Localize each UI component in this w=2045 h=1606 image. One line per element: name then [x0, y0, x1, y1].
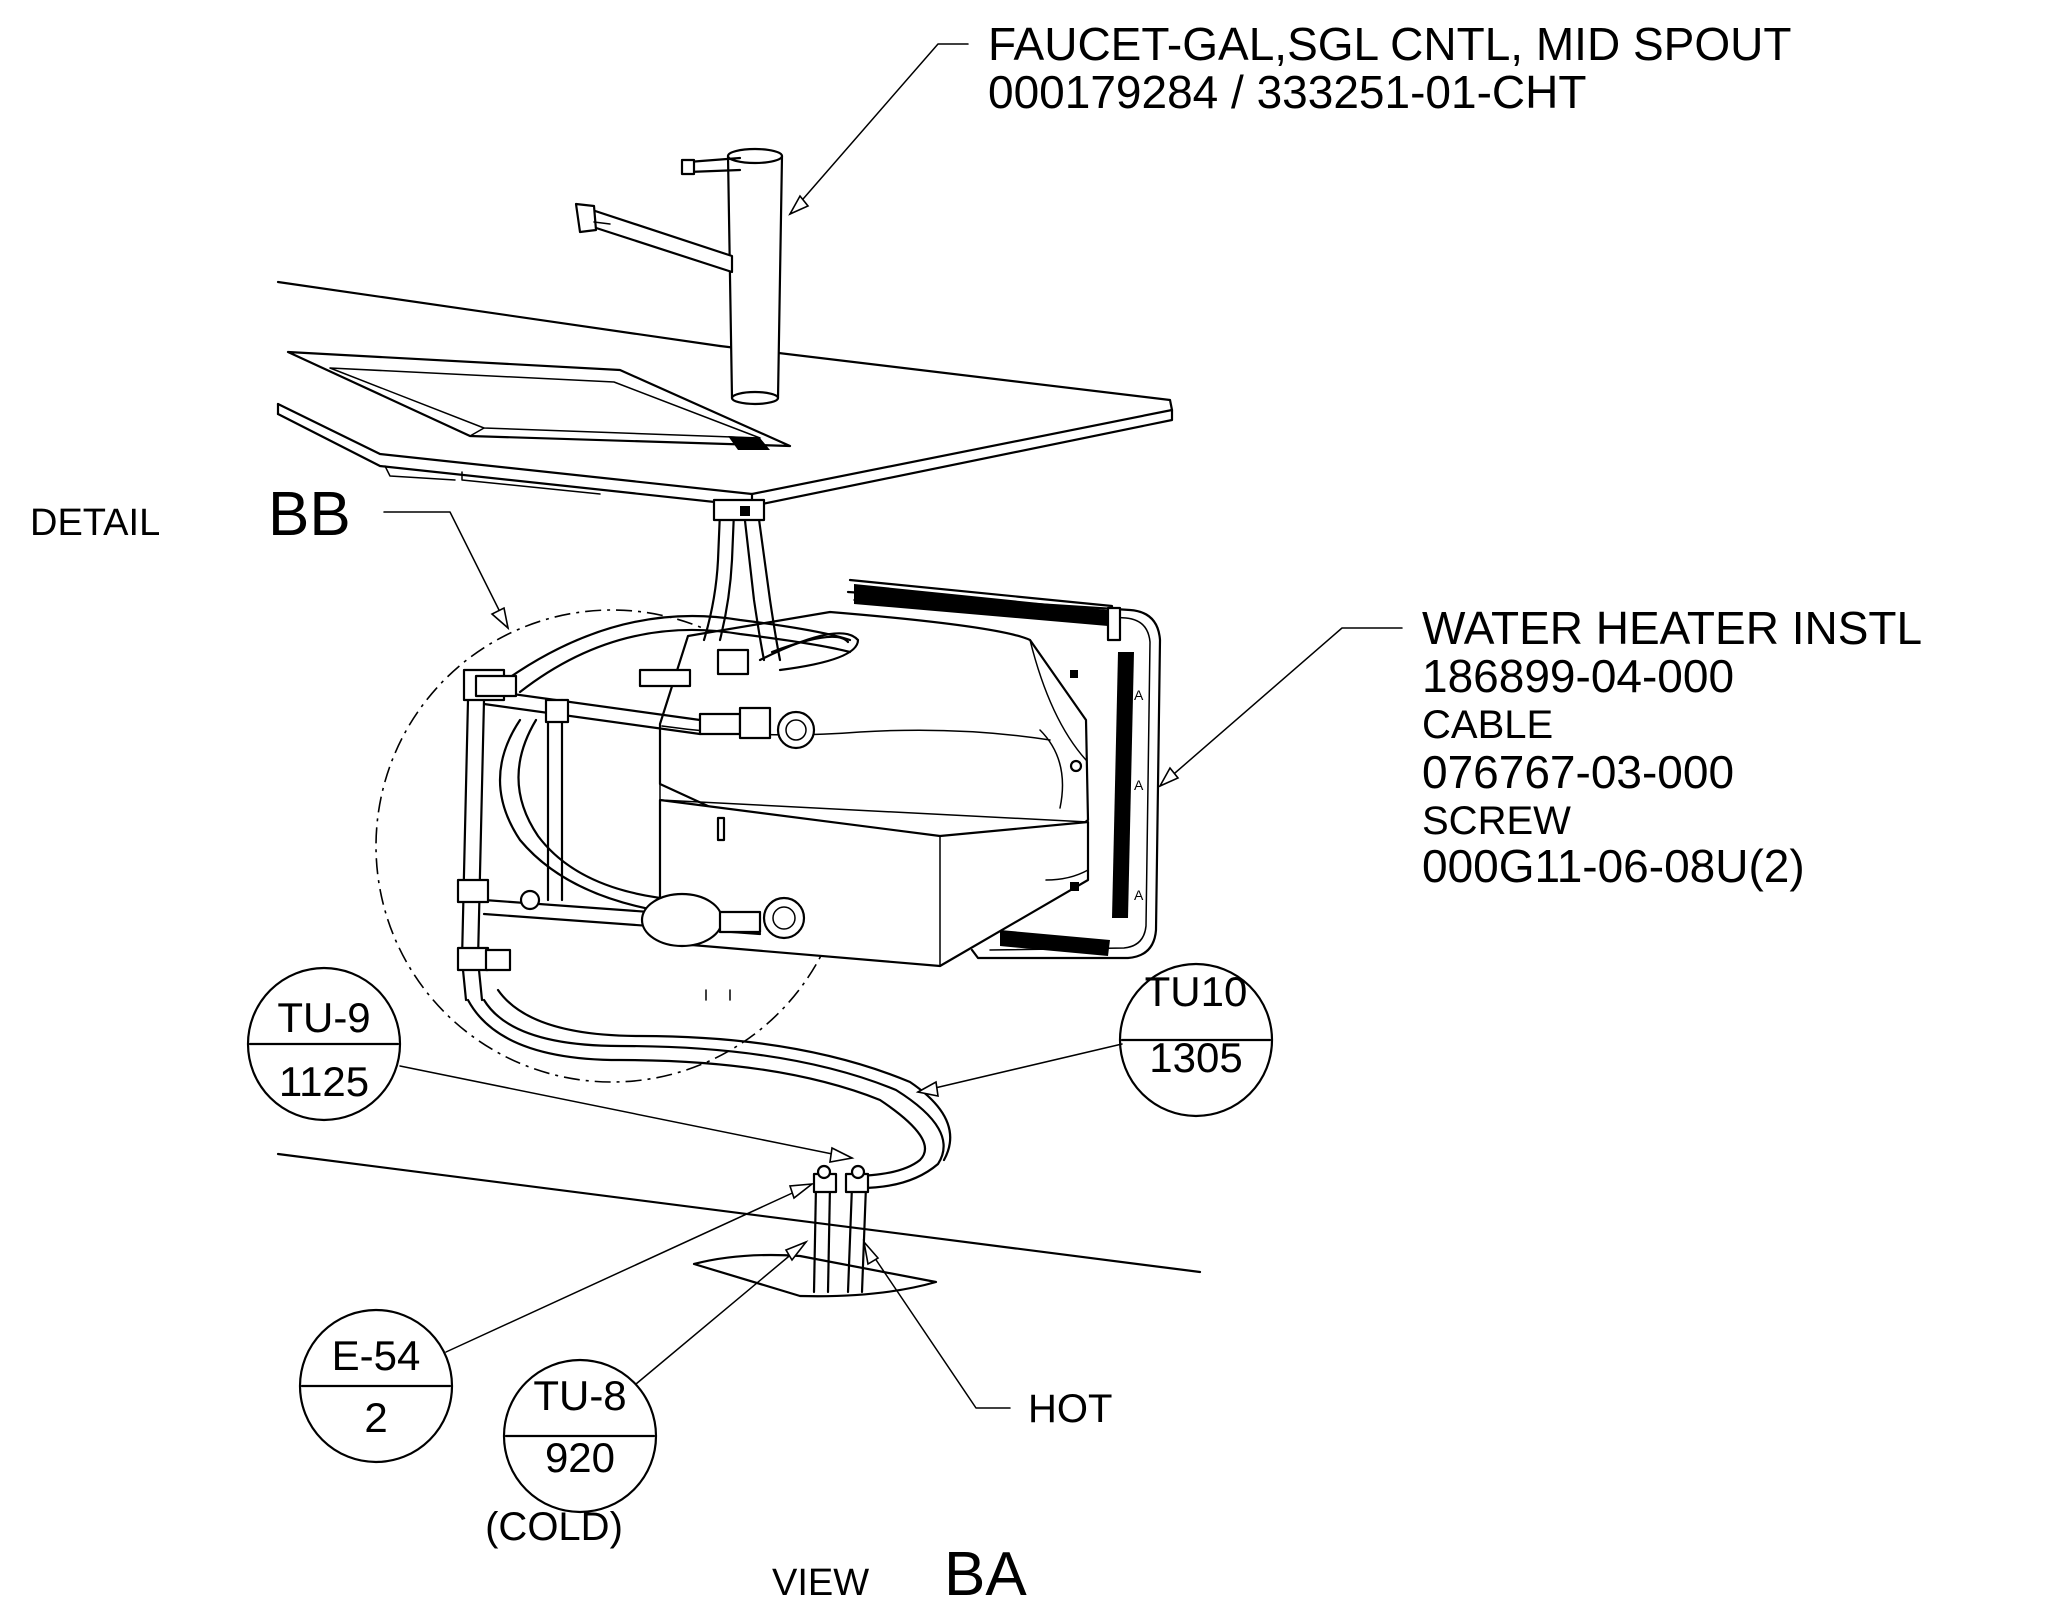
svg-text:A: A	[1134, 887, 1144, 903]
balloon-e54: E-54 2	[298, 1182, 815, 1464]
balloon-tu9: TU-9 1125	[246, 966, 855, 1163]
heater-callout-line5: SCREW	[1422, 799, 1571, 843]
heater-callout-line6: 000G11-06-08U(2)	[1422, 840, 1805, 892]
svg-text:A: A	[1134, 687, 1144, 703]
detail-letters: BB	[268, 480, 351, 549]
heater-callout-line4: 076767-03-000	[1422, 746, 1734, 798]
svg-text:A: A	[1134, 777, 1144, 793]
faucet-callout-line2: 000179284 / 333251-01-CHT	[988, 66, 1586, 118]
water-heater: A A A	[658, 578, 1162, 968]
cold-label: (COLD)	[485, 1505, 623, 1549]
balloon-tu10: TU10 1305	[915, 962, 1274, 1118]
balloon-tu9-bottom: 1125	[279, 1058, 369, 1105]
balloon-tu10-bottom: 1305	[1149, 1034, 1242, 1081]
heater-callout-line1: WATER HEATER INSTL	[1422, 602, 1922, 654]
balloon-tu10-top: TU10	[1145, 968, 1248, 1015]
balloon-e54-top: E-54	[332, 1332, 421, 1379]
heater-leader	[1158, 627, 1403, 788]
heater-callout-line2: 186899-04-000	[1422, 650, 1734, 702]
view-letters: BA	[944, 1540, 1027, 1606]
view-ba-label: VIEW BA	[772, 1540, 1027, 1606]
hot-callout: HOT	[862, 1239, 1112, 1431]
faucet-leader	[788, 43, 969, 216]
hot-label: HOT	[1028, 1387, 1112, 1431]
floor	[276, 1152, 1202, 1298]
sink-basin	[286, 350, 792, 450]
view-prefix: VIEW	[772, 1562, 869, 1604]
faucet-callout-line1: FAUCET-GAL,SGL CNTL, MID SPOUT	[988, 18, 1791, 70]
balloon-tu8-top: TU-8	[533, 1372, 626, 1419]
balloon-tu9-top: TU-9	[277, 994, 370, 1041]
detail-bb-label: DETAIL BB	[30, 480, 510, 631]
heater-callout-line3: CABLE	[1422, 703, 1553, 747]
faucet	[574, 147, 784, 406]
piping	[456, 498, 952, 1190]
balloon-e54-bottom: 2	[364, 1394, 387, 1441]
balloon-tu8: TU-8 920 (COLD)	[485, 1240, 809, 1549]
balloon-tu8-bottom: 920	[545, 1434, 615, 1481]
heater-callout: WATER HEATER INSTL 186899-04-000 CABLE 0…	[1422, 602, 1922, 892]
detail-prefix: DETAIL	[30, 502, 160, 544]
